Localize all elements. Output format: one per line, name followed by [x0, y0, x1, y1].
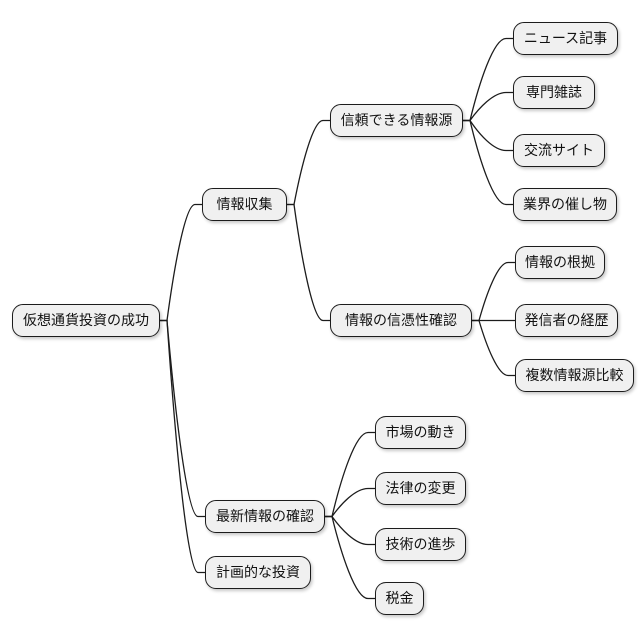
- mindmap-node-planned-investment[interactable]: 計画的な投資: [205, 556, 311, 589]
- mindmap-link-credibility-check-to-multi-source-compare: [471, 319, 516, 377]
- mindmap-node-market-movement[interactable]: 市場の動き: [375, 416, 466, 449]
- mindmap-node-author-background[interactable]: 発信者の経歴: [515, 304, 618, 337]
- mindmap-node-credibility-check[interactable]: 情報の信憑性確認: [330, 304, 472, 337]
- mindmap-node-tech-progress[interactable]: 技術の進歩: [375, 528, 466, 561]
- mindmap-node-taxes[interactable]: 税金: [375, 582, 424, 615]
- mindmap-node-legal-changes[interactable]: 法律の変更: [375, 472, 466, 505]
- mindmap-link-info-gathering-to-credibility-check: [286, 203, 331, 322]
- mindmap-node-multi-source-compare[interactable]: 複数情報源比較: [515, 359, 634, 392]
- mindmap-node-root[interactable]: 仮想通貨投資の成功: [12, 304, 160, 337]
- mindmap-link-root-to-planned-investment: [159, 319, 206, 574]
- mindmap-node-trade-magazines[interactable]: 専門雑誌: [513, 76, 595, 109]
- mindmap-link-root-to-info-gathering: [159, 203, 203, 322]
- mindmap-link-info-gathering-to-reliable-sources: [286, 119, 331, 206]
- mindmap-node-info-basis[interactable]: 情報の根拠: [515, 246, 605, 279]
- mindmap-node-latest-info-check[interactable]: 最新情報の確認: [205, 500, 325, 533]
- mindmap-node-info-gathering[interactable]: 情報収集: [202, 188, 287, 221]
- mindmap-link-reliable-sources-to-news-articles: [462, 37, 514, 122]
- mindmap-node-social-sites[interactable]: 交流サイト: [513, 134, 605, 167]
- mindmap-link-latest-info-check-to-taxes: [324, 515, 376, 600]
- mindmap-node-industry-events[interactable]: 業界の催し物: [513, 188, 617, 221]
- mindmap-node-news-articles[interactable]: ニュース記事: [513, 22, 618, 55]
- mindmap-node-reliable-sources[interactable]: 信頼できる情報源: [330, 104, 463, 137]
- mindmap-link-credibility-check-to-info-basis: [471, 261, 516, 322]
- mindmap-link-root-to-latest-info-check: [159, 319, 206, 518]
- mindmap-link-latest-info-check-to-market-movement: [324, 431, 376, 518]
- mindmap-link-reliable-sources-to-industry-events: [462, 119, 514, 206]
